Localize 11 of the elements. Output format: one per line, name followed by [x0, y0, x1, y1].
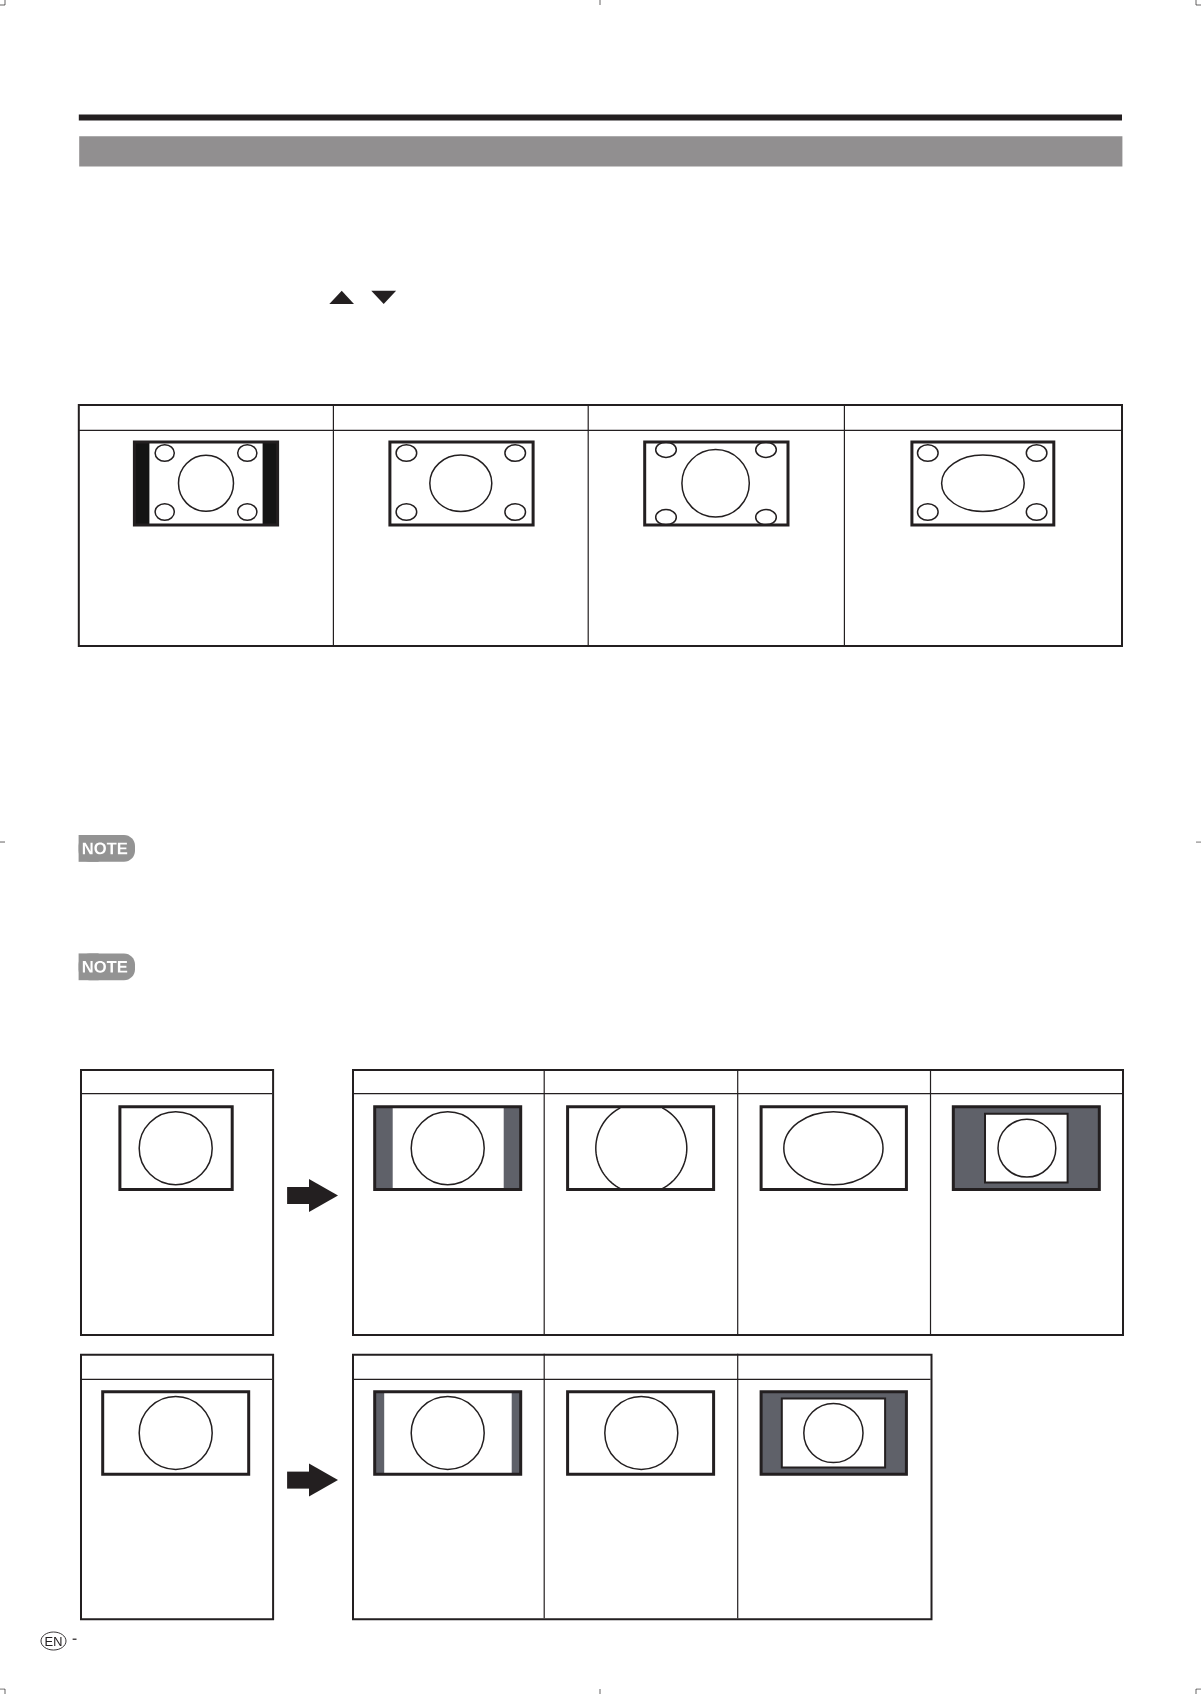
note-badge: NOTE [78, 835, 135, 862]
dash-text: - [72, 1638, 77, 1640]
arrow [287, 1179, 338, 1212]
table [351, 1353, 933, 1621]
arrow [287, 1463, 338, 1497]
table [79, 1069, 275, 1337]
heading-band [79, 136, 1123, 167]
table [79, 1353, 275, 1621]
note-badge: NOTE [78, 953, 135, 981]
table [351, 1068, 1124, 1337]
language-badge: EN [40, 1631, 67, 1651]
